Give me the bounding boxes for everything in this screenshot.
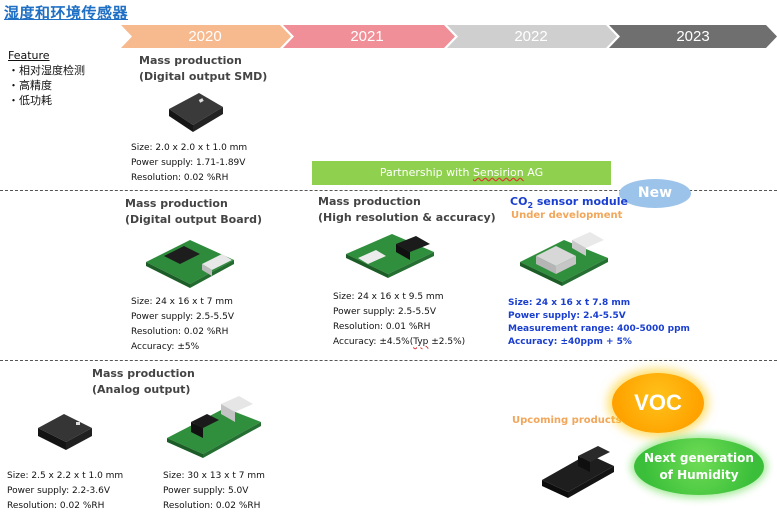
analog-module-specs: Size: 30 x 13 x t 7 mm Power supply: 5.0… [163, 469, 265, 514]
smd-heading-line2: (Digital output SMD) [139, 70, 268, 83]
partnership-suffix: AG [523, 166, 544, 179]
board-heading-line1: Mass production [125, 197, 228, 210]
feature-item: ・高精度 [8, 79, 52, 92]
spec-line: Resolution: 0.02 %RH [163, 501, 261, 511]
spec-line: Power supply: 2.2-3.6V [7, 486, 110, 496]
timeline-arrow-2023 [609, 25, 777, 48]
spec-line: Power supply: 2.4-5.5V [508, 311, 626, 321]
spec-line: Size: 2.0 x 2.0 x t 1.0 mm [131, 143, 248, 153]
spec-line: Size: 30 x 13 x t 7 mm [163, 471, 265, 481]
spec-line: Power supply: 2.5-5.5V [131, 312, 234, 322]
feature-item: ・低功耗 [8, 94, 52, 107]
analog-heading-line1: Mass production [92, 367, 195, 380]
feature-list: Feature ・相对湿度检测 ・高精度 ・低功耗 [8, 48, 85, 108]
row-divider-1 [0, 190, 777, 191]
timeline-arrow-2021 [283, 25, 455, 48]
partnership-banner: Partnership with Sensirion AG [312, 161, 611, 185]
next-gen-line2: of Humidity [659, 467, 739, 482]
feature-heading: Feature [8, 49, 50, 62]
smd-heading-line1: Mass production [139, 54, 242, 67]
spec-line: Resolution: 0.01 %RH [333, 322, 431, 332]
timeline-arrows [121, 25, 777, 48]
board-specs: Size: 24 x 16 x t 7 mm Power supply: 2.5… [131, 295, 234, 355]
next-generation-bubble: Next generation of Humidity [634, 438, 764, 495]
accuracy-typ: Typ [413, 337, 429, 347]
spec-line: Resolution: 0.02 %RH [7, 501, 105, 511]
spec-line: Power supply: 5.0V [163, 486, 249, 496]
analog-heading: Mass production (Analog output) [92, 366, 195, 398]
feature-item: ・相对湿度检测 [8, 64, 85, 77]
analog-module-image [167, 396, 261, 458]
co2-title-sub: 2 [527, 201, 534, 211]
voc-bubble: VOC [612, 373, 704, 433]
smd-specs: Size: 2.0 x 2.0 x t 1.0 mm Power supply:… [131, 141, 247, 186]
year-2022-label: 2022 [514, 28, 548, 45]
board-heading-line2: (Digital output Board) [125, 213, 262, 226]
co2-module-image [520, 232, 608, 286]
timeline-arrow-2020 [121, 25, 291, 48]
spec-line: Measurement range: 400-5000 ppm [508, 324, 690, 334]
spec-line: Accuracy: ±5% [131, 342, 200, 352]
board-module-image [146, 240, 234, 288]
spec-line: Size: 24 x 16 x t 7.8 mm [508, 298, 631, 308]
upcoming-label: Upcoming products [512, 415, 622, 426]
spec-line: Accuracy: ±40ppm + 5% [508, 337, 632, 347]
year-2021-label: 2021 [350, 28, 384, 45]
year-2020-label: 2020 [188, 28, 222, 45]
year-2023-label: 2023 [676, 28, 710, 45]
upcoming-product-image [542, 446, 614, 498]
spec-line: Resolution: 0.02 %RH [131, 327, 229, 337]
next-gen-line1: Next generation [644, 450, 754, 465]
co2-title: CO2 sensor module [510, 195, 628, 210]
timeline-arrow-2022 [447, 25, 617, 48]
spec-line: Size: 24 x 16 x t 7 mm [131, 297, 233, 307]
analog-chip-image [38, 414, 92, 450]
spec-line: Power supply: 1.71-1.89V [131, 158, 246, 168]
page-title: 湿度和环境传感器 [4, 4, 129, 22]
accuracy-suffix: ±2.5%) [428, 337, 466, 347]
co2-title-prefix: CO [510, 195, 528, 208]
smd-heading: Mass production (Digital output SMD) [139, 53, 267, 85]
spec-line: Resolution: 0.02 %RH [131, 173, 229, 183]
row-divider-2 [0, 360, 777, 361]
partnership-name: Sensirion [472, 166, 524, 179]
highres-specs: Size: 24 x 16 x t 9.5 mm Power supply: 2… [333, 290, 465, 350]
analog-heading-line2: (Analog output) [92, 383, 191, 396]
spec-line-accuracy: Accuracy: ±4.5%(Typ ±2.5%) [333, 335, 465, 350]
spec-line: Size: 2.5 x 2.2 x t 1.0 mm [7, 471, 124, 481]
new-badge: New [619, 179, 691, 208]
partnership-prefix: Partnership with [379, 166, 473, 179]
co2-title-suffix: sensor module [533, 195, 628, 208]
highres-heading-line1: Mass production [318, 195, 421, 208]
analog-chip-specs: Size: 2.5 x 2.2 x t 1.0 mm Power supply:… [7, 469, 123, 514]
highres-heading: Mass production (High resolution & accur… [318, 194, 496, 226]
spec-line: Size: 24 x 16 x t 9.5 mm [333, 292, 444, 302]
highres-module-image [346, 234, 434, 278]
board-heading: Mass production (Digital output Board) [125, 196, 262, 228]
co2-status: Under development [511, 210, 623, 221]
co2-specs: Size: 24 x 16 x t 7.8 mm Power supply: 2… [508, 297, 690, 349]
accuracy-prefix: Accuracy: ±4.5%( [333, 337, 414, 347]
smd-chip-image [169, 93, 223, 132]
spec-line: Power supply: 2.5-5.5V [333, 307, 436, 317]
highres-heading-line2: (High resolution & accuracy) [318, 211, 496, 224]
